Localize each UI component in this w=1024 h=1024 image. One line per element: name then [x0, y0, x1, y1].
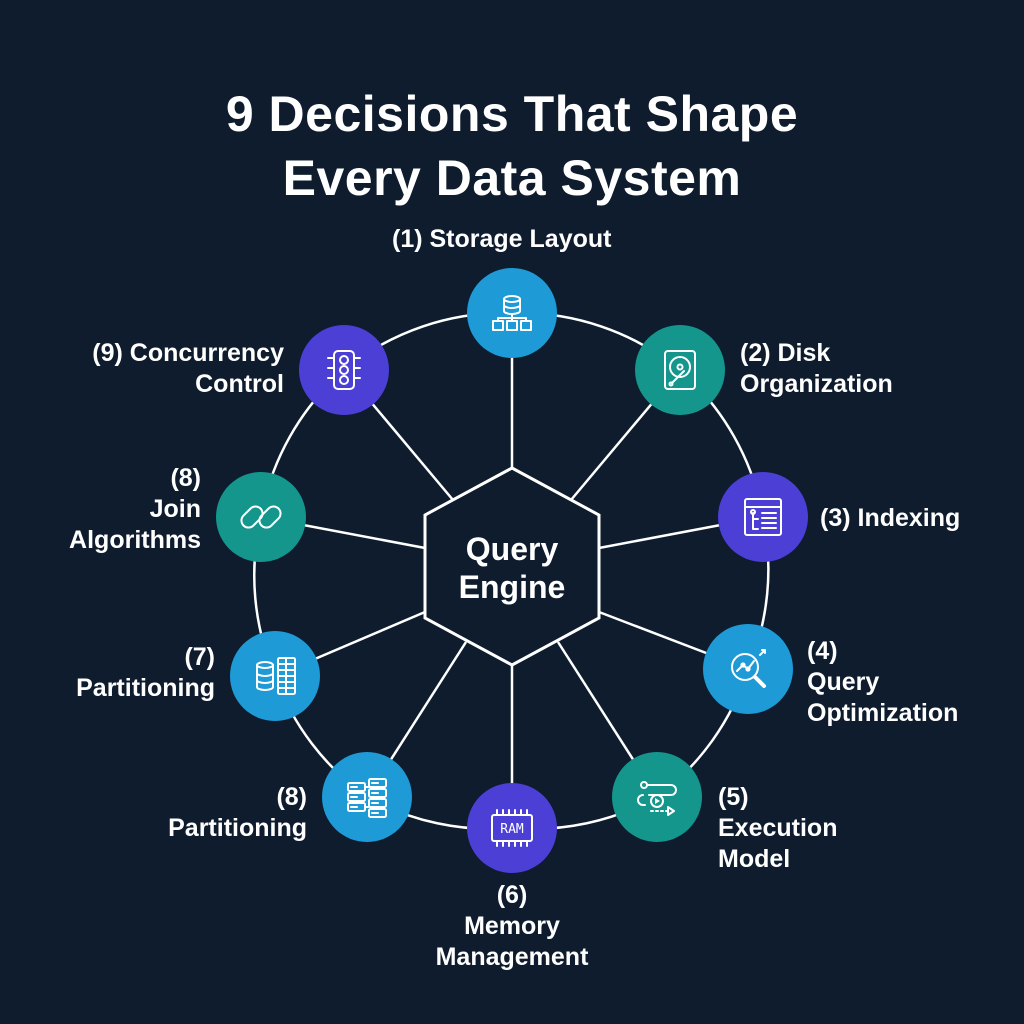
label-line: Organization — [740, 370, 893, 398]
node-execution-model — [612, 752, 702, 842]
label-line: (1) Storage Layout — [392, 225, 612, 253]
node-query-optimization — [703, 624, 793, 714]
label-line: Management — [435, 943, 589, 971]
diagram-title: 9 Decisions That Shape Every Data System — [0, 82, 1024, 210]
center-label-line-1: Query — [466, 531, 559, 567]
database-tree-icon — [492, 295, 532, 331]
label-line: (8) — [170, 464, 201, 492]
ram-chip-icon: RAM — [491, 809, 533, 847]
label-line: Query — [807, 668, 880, 696]
index-list-icon — [744, 498, 782, 536]
label-indexing: (3) Indexing — [820, 503, 960, 534]
node-memory-management: RAM — [467, 783, 557, 873]
node-circle — [612, 752, 702, 842]
magnify-graph-icon — [731, 649, 766, 688]
hard-disk-icon — [664, 350, 696, 390]
title-line-1: 9 Decisions That Shape — [225, 85, 799, 142]
node-join-algorithms — [216, 472, 306, 562]
node-circle — [467, 783, 557, 873]
label-line: (3) Indexing — [820, 504, 961, 532]
node-circle — [322, 752, 412, 842]
title-line-2: Every Data System — [282, 149, 742, 206]
node-circle — [230, 631, 320, 721]
label-line: (6) — [496, 881, 528, 909]
ram-chip-text: RAM — [500, 822, 524, 837]
label-line: (9) Concurrency — [92, 339, 284, 367]
node-indexing — [718, 472, 808, 562]
label-partitioning-7: (7) Partitioning — [76, 642, 215, 704]
node-partitioning-8 — [322, 752, 412, 842]
center-label-line-2: Engine — [459, 569, 566, 605]
decision-nodes: RAM — [216, 268, 808, 873]
label-line: Execution — [718, 814, 838, 842]
label-line: Control — [195, 370, 284, 398]
hexagon-shape — [423, 466, 601, 667]
partition-table-icon — [256, 657, 296, 695]
node-partitioning-7 — [230, 631, 320, 721]
execution-flow-icon — [637, 781, 677, 816]
label-line: Algorithms — [69, 526, 201, 554]
chain-link-icon — [240, 505, 282, 529]
traffic-light-icon — [327, 350, 361, 390]
server-rack-icon — [347, 778, 387, 818]
label-line: Model — [718, 845, 791, 873]
center-hexagon: Query Engine — [423, 466, 601, 667]
label-line: Partitioning — [76, 674, 215, 702]
node-storage-layout — [467, 268, 557, 358]
node-concurrency-control — [299, 325, 389, 415]
label-line: (7) — [184, 643, 215, 671]
label-line: Partitioning — [168, 814, 307, 842]
label-line: (2) Disk — [740, 339, 831, 367]
label-line: Optimization — [807, 699, 959, 727]
label-line: (5) — [718, 783, 749, 811]
label-storage-layout: (1) Storage Layout — [392, 224, 611, 255]
label-line: Memory — [464, 912, 560, 940]
label-line: Join — [149, 495, 201, 523]
label-line: (4) — [807, 637, 838, 665]
node-circle — [299, 325, 389, 415]
label-line: (8) — [276, 783, 307, 811]
label-partitioning-8: (8) Partitioning — [168, 782, 307, 844]
node-disk-organization — [635, 325, 725, 415]
